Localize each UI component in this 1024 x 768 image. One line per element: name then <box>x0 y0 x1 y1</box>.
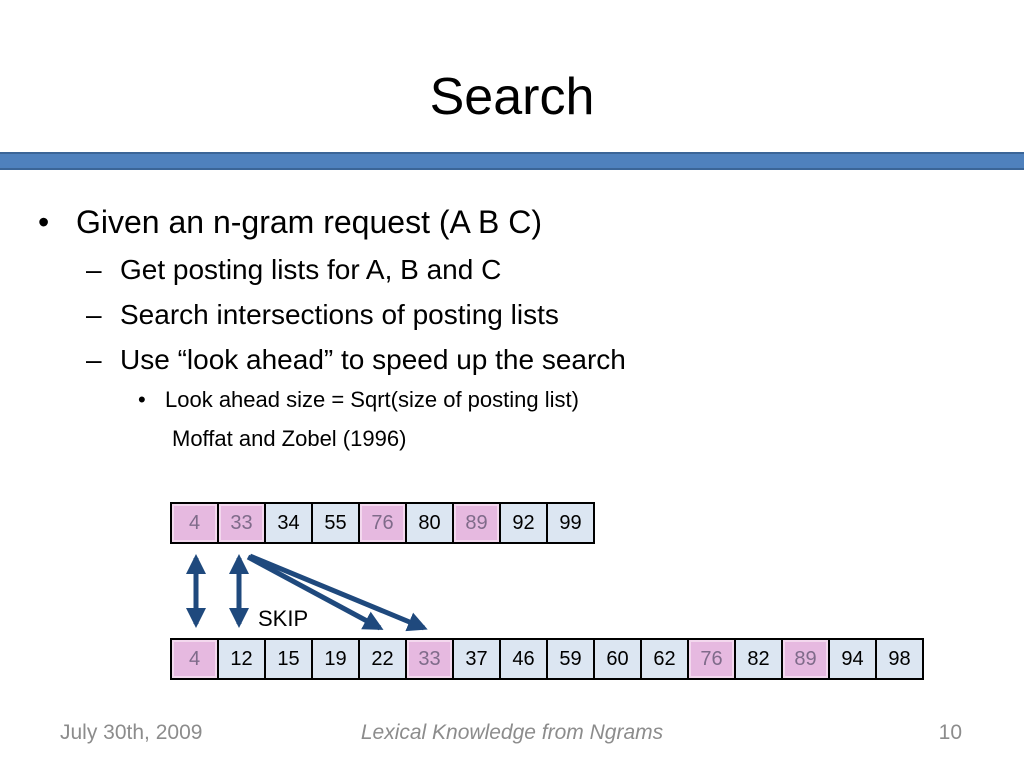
citation: Moffat and Zobel (1996) <box>172 426 407 451</box>
dash-icon: – <box>86 254 102 285</box>
title-divider <box>0 152 1024 170</box>
posting-cell: 4 <box>172 640 217 678</box>
posting-cell: 59 <box>548 640 593 678</box>
posting-cell: 55 <box>313 504 358 542</box>
posting-cell: 22 <box>360 640 405 678</box>
posting-cell: 46 <box>501 640 546 678</box>
posting-cell: 76 <box>689 640 734 678</box>
posting-cell: 19 <box>313 640 358 678</box>
dash-icon: – <box>86 299 102 330</box>
slide-title: Search <box>429 68 595 126</box>
posting-cell: 37 <box>454 640 499 678</box>
bullet-dot-icon: • <box>138 387 146 412</box>
sub-bullet-text: Use “look ahead” to speed up the search <box>120 344 626 375</box>
skip-arrow-1 <box>246 554 384 631</box>
posting-cell: 34 <box>266 504 311 542</box>
posting-cell: 4 <box>172 504 217 542</box>
sub-sub-bullet-text: Look ahead size = Sqrt(size of posting l… <box>165 387 579 412</box>
sub-bullet-text: Search intersections of posting lists <box>120 299 559 330</box>
posting-cell: 33 <box>219 504 264 542</box>
skip-label: SKIP <box>258 606 309 631</box>
dash-icon: – <box>86 344 102 375</box>
footer-title: Lexical Knowledge from Ngrams <box>360 721 664 744</box>
posting-cell: 12 <box>219 640 264 678</box>
skip-arrow-2 <box>249 553 428 632</box>
posting-cell: 99 <box>548 504 593 542</box>
posting-cell: 33 <box>407 640 452 678</box>
bullet-main-text: Given an n-gram request (A B C) <box>76 204 542 240</box>
sub-bullet-text: Get posting lists for A, B and C <box>120 254 502 285</box>
posting-cell: 80 <box>407 504 452 542</box>
footer-date: July 30th, 2009 <box>60 721 203 744</box>
posting-cell: 94 <box>830 640 875 678</box>
page-number: 10 <box>938 721 962 744</box>
bullet-dot-icon: • <box>38 204 50 240</box>
posting-cell: 15 <box>266 640 311 678</box>
posting-cell: 92 <box>501 504 546 542</box>
posting-cell: 82 <box>736 640 781 678</box>
posting-cell: 89 <box>454 504 499 542</box>
posting-cell: 76 <box>360 504 405 542</box>
posting-cell: 60 <box>595 640 640 678</box>
posting-cell: 98 <box>877 640 922 678</box>
posting-cell: 89 <box>783 640 828 678</box>
posting-cell: 62 <box>642 640 687 678</box>
